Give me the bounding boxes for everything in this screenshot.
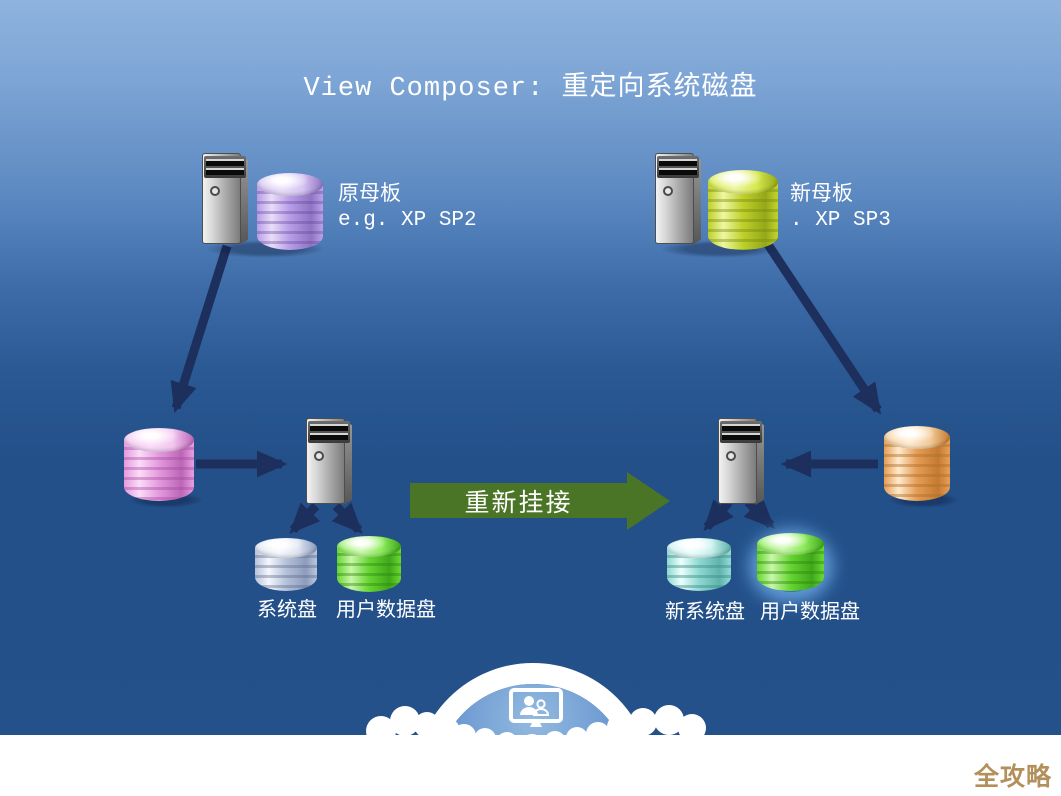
server-side-panel [239, 155, 248, 245]
server-power-button [210, 186, 220, 196]
right-system-disk-icon [667, 538, 731, 591]
server-power-button [314, 451, 324, 461]
right-system-disk-label: 新系统盘 [665, 602, 745, 625]
right-user-disk-label: 用户数据盘 [760, 602, 860, 625]
server-power-button [663, 186, 673, 196]
left-user-disk-icon [337, 536, 401, 592]
arrow-rightvm-to-system-disk [703, 499, 734, 532]
watermark-text: 全攻略 [973, 763, 1052, 791]
disk-top [884, 426, 950, 449]
disk-top [757, 533, 824, 555]
cloud-bump [629, 708, 657, 736]
arrow-source-to-master-disk [170, 244, 232, 414]
source-parent-name: 原母板 [338, 184, 401, 207]
target-parent-label: 新母板 . XP SP3 [790, 183, 891, 233]
arrow-leftvm-to-user-disk [331, 502, 363, 534]
disk-top [124, 428, 194, 452]
right-master-disk-icon [884, 426, 950, 501]
server-side-panel [343, 420, 352, 505]
arrow-leftvm-to-system-disk [289, 502, 321, 534]
server-drive-bays [657, 156, 699, 178]
target-server-tower-icon [655, 153, 701, 247]
reattach-arrow-label: 重新挂接 [464, 489, 573, 519]
reattach-arrow-head [627, 472, 670, 530]
footer-band [0, 735, 1061, 796]
disk-top [708, 170, 778, 194]
disk-top [255, 538, 317, 558]
source-master-disk-icon [257, 173, 323, 250]
left-system-disk-label: 系统盘 [257, 600, 317, 623]
disk-top [667, 538, 731, 558]
source-parent-label: 原母板 e.g. XP SP2 [338, 183, 477, 233]
monitor-users-icon [509, 688, 563, 727]
target-parent-name: 新母板 [790, 184, 853, 207]
server-side-panel [755, 420, 764, 505]
target-master-disk-icon [708, 170, 778, 250]
server-drive-bays [308, 421, 350, 443]
target-parent-os: . XP SP3 [790, 209, 891, 232]
server-drive-bays [204, 156, 246, 178]
page-title: View Composer: 重定向系统磁盘 [303, 74, 758, 104]
disk-top [257, 173, 323, 196]
arrow-target-to-master-disk [763, 240, 882, 415]
source-parent-os: e.g. XP SP2 [338, 209, 477, 232]
reattach-arrow-body: 重新挂接 [410, 483, 627, 519]
arrow-rightvm-to-user-disk [743, 497, 775, 529]
server-drive-bays [720, 421, 762, 443]
right-user-disk-icon [757, 533, 824, 591]
source-server-tower-icon [202, 153, 248, 247]
left-user-disk-label: 用户数据盘 [336, 600, 436, 623]
server-power-button [726, 451, 736, 461]
right-vm-server-icon [718, 418, 764, 507]
reattach-arrow: 重新挂接 [410, 472, 670, 530]
left-vm-server-icon [306, 418, 352, 507]
left-master-disk-icon [124, 428, 194, 501]
disk-top [337, 536, 401, 557]
left-system-disk-icon [255, 538, 317, 591]
server-side-panel [692, 155, 701, 245]
